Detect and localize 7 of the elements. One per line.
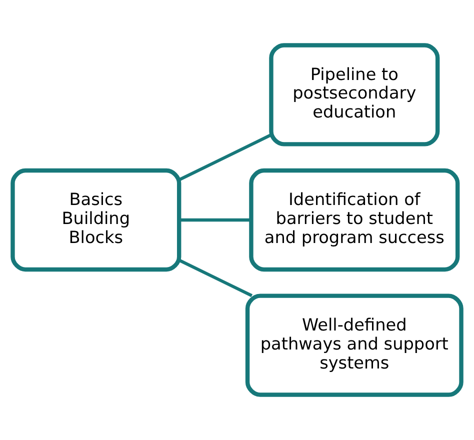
node-box: Well-defined pathways and support systems (245, 294, 464, 397)
node-box: Identification of barriers to student and program success (249, 168, 460, 272)
connector (179, 218, 251, 222)
connector (178, 133, 272, 182)
node-box: Pipeline to postsecondary education (269, 43, 440, 146)
node-box: Basics Building Blocks (10, 168, 182, 272)
connector (178, 258, 253, 298)
